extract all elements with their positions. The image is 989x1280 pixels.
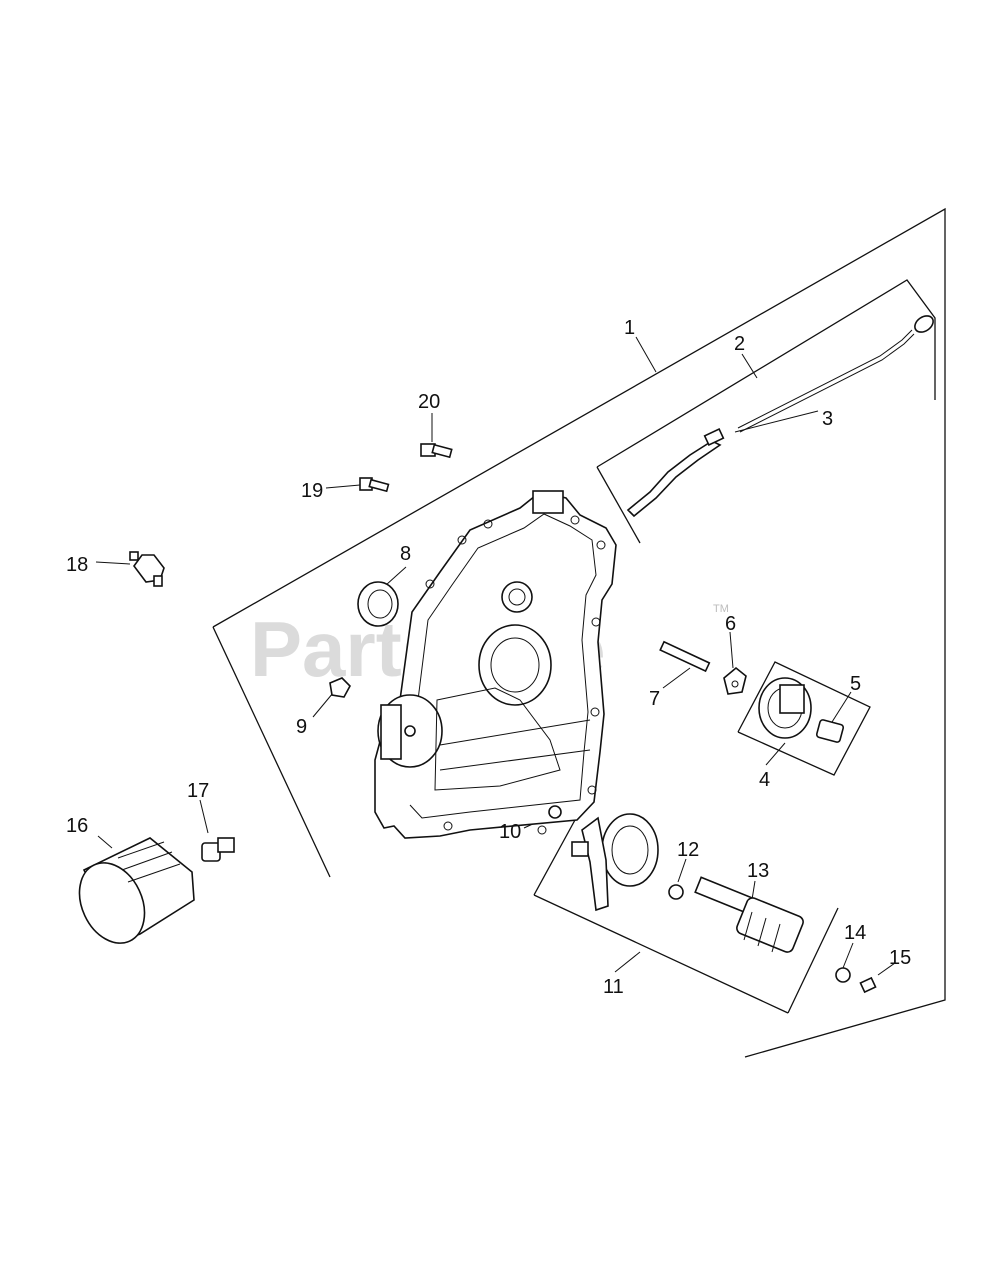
- oil-pickup: [694, 876, 804, 953]
- screw-15: [859, 976, 877, 994]
- callout-4: 4: [759, 769, 770, 791]
- o-ring-10: [548, 805, 562, 819]
- callout-labels: 1 2 3 4 5 6 7 8 9 10 11 12 13 14 15 16 1…: [66, 317, 911, 998]
- closure-plate: [374, 490, 617, 839]
- callout-19: 19: [301, 480, 323, 502]
- callout-11: 11: [603, 976, 624, 998]
- callout-12: 12: [677, 839, 699, 861]
- callout-20: 20: [418, 391, 440, 413]
- callout-15: 15: [889, 947, 911, 969]
- callout-16: 16: [66, 815, 88, 837]
- dipstick: [737, 315, 934, 433]
- screw-20: [420, 443, 453, 459]
- callout-8: 8: [400, 543, 411, 565]
- callout-7: 7: [649, 688, 660, 710]
- oil-filter: [78, 837, 195, 944]
- callout-14: 14: [844, 922, 866, 944]
- leader-lines: [95, 336, 896, 976]
- dipstick-tube: [626, 428, 725, 518]
- callout-17: 17: [187, 780, 209, 802]
- callout-3: 3: [822, 408, 833, 430]
- o-ring-12: [668, 884, 684, 900]
- governor-shaft: [815, 719, 845, 743]
- washer-14: [835, 967, 851, 983]
- callout-9: 9: [296, 716, 307, 738]
- assembly-outline: [212, 207, 946, 1058]
- oil-pump: [571, 813, 659, 912]
- oil-sensor: [129, 551, 165, 587]
- callout-2: 2: [734, 333, 745, 355]
- drain-plug: [201, 837, 235, 862]
- watermark-trademark: TM: [713, 603, 729, 615]
- callout-18: 18: [66, 554, 88, 576]
- oil-seal: [357, 581, 399, 627]
- screw-19: [359, 477, 390, 493]
- governor-gear: [758, 677, 812, 739]
- callout-5: 5: [850, 673, 861, 695]
- callout-13: 13: [747, 860, 769, 882]
- plug: [329, 677, 351, 698]
- callout-10: 10: [499, 821, 521, 843]
- pin: [659, 640, 711, 673]
- clip: [723, 666, 747, 695]
- callout-1: 1: [624, 317, 635, 339]
- callout-6: 6: [725, 613, 736, 635]
